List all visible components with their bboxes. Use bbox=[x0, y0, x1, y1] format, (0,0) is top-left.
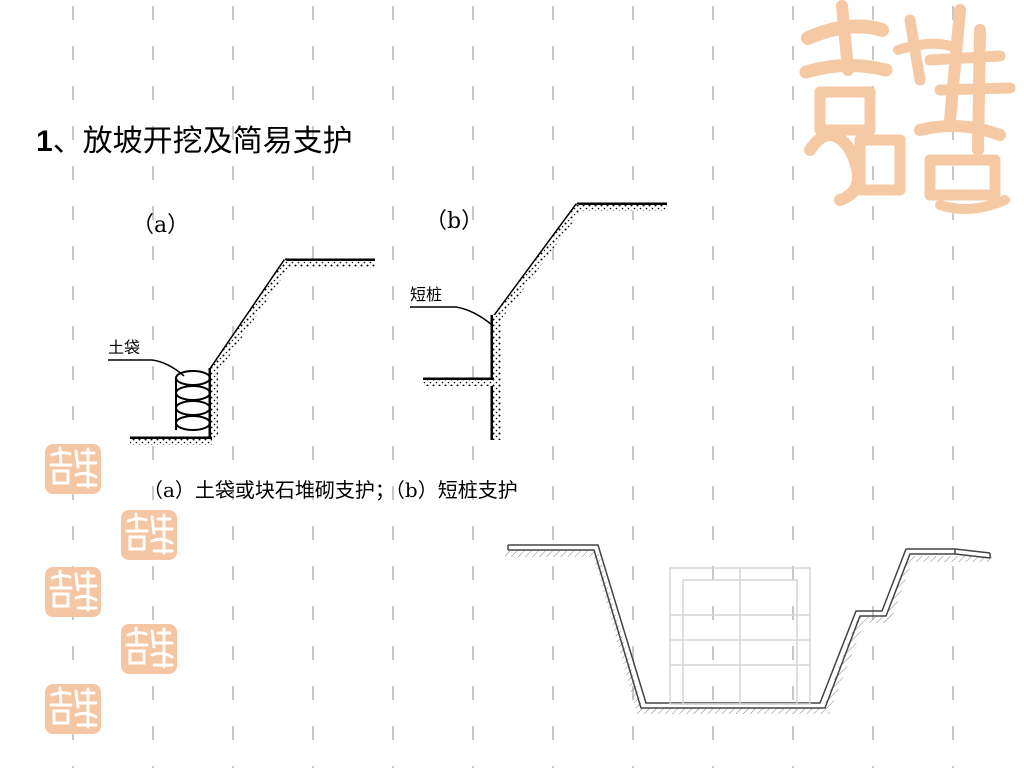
seal-stamp-icon bbox=[45, 684, 101, 734]
stepped-trench-diagram bbox=[505, 544, 992, 714]
title-number: 1 bbox=[36, 125, 53, 158]
diagram-a-sandbag-support: （a） 土袋 bbox=[108, 213, 375, 445]
diagram-b-short-pile-support: （b） 短桩 bbox=[410, 202, 667, 440]
diagram-a-label: （a） bbox=[132, 213, 189, 238]
figure-caption: （a）土袋或块石堆砌支护；（b）短桩支护 bbox=[143, 478, 518, 502]
callout-sandbag: 土袋 bbox=[108, 338, 140, 357]
seal-stamp-icon bbox=[121, 510, 177, 560]
diagram-b-label: （b） bbox=[425, 209, 483, 234]
seal-stamp-icon bbox=[45, 444, 101, 494]
callout-short-pile: 短桩 bbox=[410, 285, 442, 304]
page-title: 1、放坡开挖及简易支护 bbox=[36, 116, 353, 160]
seal-stamp-icon bbox=[45, 567, 101, 617]
seal-stamp-icon bbox=[121, 624, 177, 674]
auspicious-seal-icon bbox=[799, 0, 1016, 214]
title-text: 、放坡开挖及简易支护 bbox=[52, 124, 353, 159]
